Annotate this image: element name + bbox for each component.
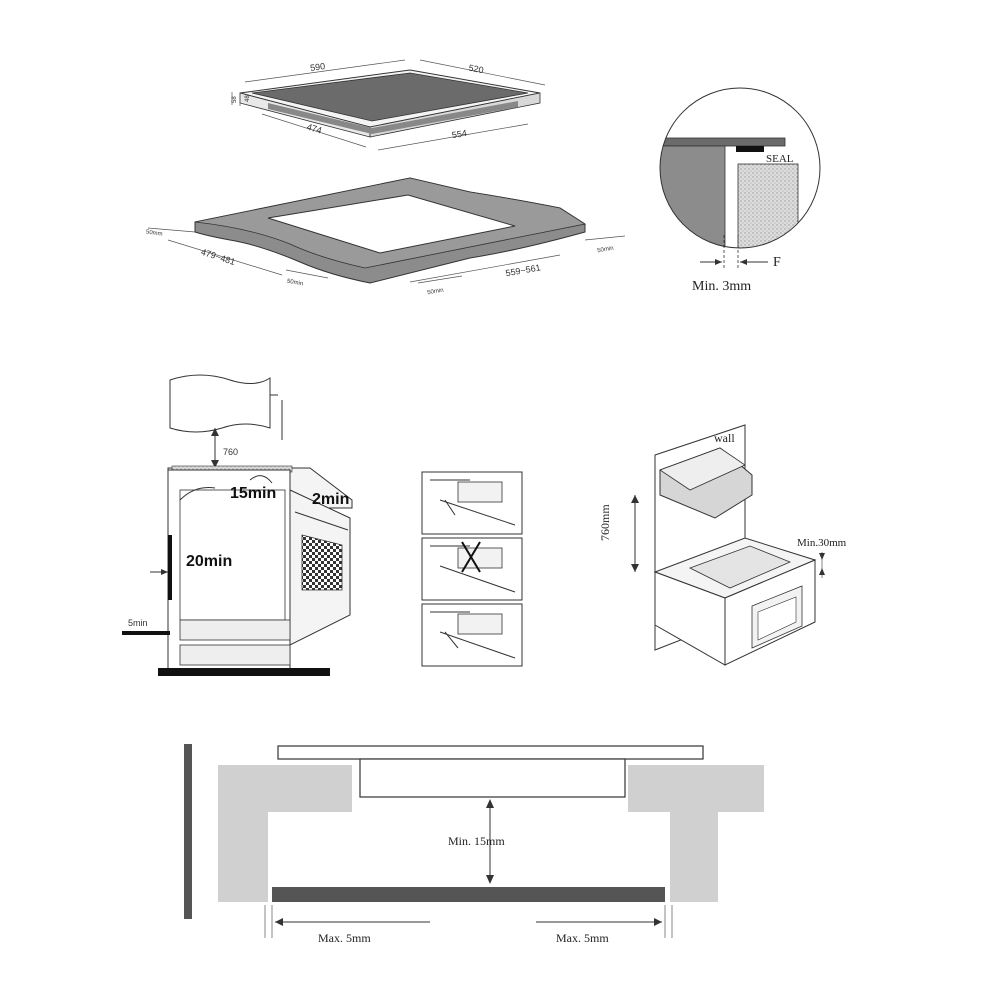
range-hood-top: [659, 447, 746, 491]
height-arrowhead-bottom: [211, 460, 219, 468]
wall-oven-window: [757, 596, 797, 641]
vent-2-slope: [439, 565, 516, 593]
hob-base-right: [372, 101, 518, 134]
gap-20min-arrowhead: [161, 569, 168, 575]
vent-detail-panels: [421, 471, 523, 667]
airflow-arrow-2: [249, 475, 273, 484]
wall-min-30mm: Min.30mm: [797, 537, 847, 549]
vent-3-arrow: [444, 631, 459, 649]
drawer-lower: [179, 644, 291, 666]
seal-hob-glass: [660, 137, 786, 147]
cutout-hole: [267, 194, 516, 254]
section-min-15mm: Min. 15mm: [448, 834, 505, 848]
airflow-arrow-1: [179, 487, 216, 501]
vent-panel-3: [421, 603, 523, 667]
section-max-left-arrowhead: [275, 918, 283, 926]
vent-panel-2: [421, 537, 523, 601]
oven-window: [301, 534, 343, 591]
wall-edge-arrowhead-bottom: [819, 568, 825, 575]
vent-panel-1: [421, 471, 523, 535]
seal-arrowhead-right: [740, 259, 747, 265]
hob-dimension-drawing: 590 520 58 48 474 554: [231, 59, 546, 151]
seal-label: SEAL: [766, 153, 794, 165]
dim-58: 58: [232, 96, 238, 103]
dim-50min-bottom: 50min: [427, 288, 444, 297]
dim-line-50min-front: [285, 269, 329, 279]
gap-2min: 2min: [312, 491, 349, 508]
vent-3-slope: [439, 631, 516, 659]
hob-base-front: [268, 103, 372, 134]
section-gap-arrowhead-top: [486, 799, 494, 808]
height-arrowhead-top: [211, 428, 219, 436]
dim-line-590: [244, 59, 406, 83]
wall-hob: [688, 545, 792, 589]
gap-15min: 15min: [230, 485, 276, 502]
gap-5min: 5min: [128, 618, 148, 628]
wall-height-arrowhead-bottom: [631, 564, 639, 572]
cutout-dimension-drawing: 50mm 479~481 50min 50min 559~561 50min: [145, 177, 626, 297]
seal-detail-ring: [659, 87, 821, 249]
dim-line-50min-right: [584, 235, 626, 241]
gap-20min: 20min: [186, 553, 232, 570]
height-760: 760: [223, 447, 238, 457]
cabinet-cavity: [179, 489, 286, 621]
wall-view: wall 760mm Min.30mm: [598, 424, 847, 666]
dim-474: 474: [306, 122, 323, 136]
dim-590: 590: [309, 61, 325, 73]
vent-2-cross-b: [461, 541, 481, 573]
oven-handle: [294, 511, 349, 531]
section-max-right-arrowhead: [654, 918, 662, 926]
seal-f-label: F: [773, 255, 781, 270]
hob-glass-surface: [251, 72, 529, 122]
vent-3-box: [457, 613, 503, 635]
seal-strip: [736, 146, 764, 152]
dim-50min-right: 50min: [597, 246, 614, 255]
dim-50min-front: 50min: [286, 279, 303, 288]
dim-50mm-left: 50mm: [145, 229, 162, 237]
section-worktop-left: [218, 765, 352, 902]
section-wall: [184, 744, 192, 919]
dim-520: 520: [468, 63, 485, 76]
dim-559-561: 559~561: [505, 262, 541, 278]
section-hob-body: [359, 758, 626, 798]
wall-label: wall: [714, 431, 735, 445]
section-max-5mm-right: Max. 5mm: [556, 931, 609, 945]
section-worktop-right: [628, 765, 764, 902]
dim-554: 554: [451, 128, 467, 140]
drawer-upper: [179, 619, 291, 641]
dim-line-559: [409, 254, 561, 283]
vent-1-arrow: [444, 499, 456, 516]
dim-line-50mm-left: [147, 227, 196, 233]
dim-line-474: [261, 113, 367, 148]
section-max-5mm-left: Max. 5mm: [318, 931, 371, 945]
dim-479-481: 479~481: [200, 247, 237, 267]
dim-line-50min-bottom: [417, 275, 463, 284]
wall-edge-arrowhead-top: [819, 553, 825, 560]
gap-5min-marker: [122, 631, 170, 635]
bottom-section: Min. 15mm Max. 5mm Max. 5mm: [184, 744, 764, 945]
dim-48: 48: [245, 95, 251, 102]
section-hob-glass: [277, 745, 704, 760]
wall-height-arrowhead-top: [631, 495, 639, 503]
seal-arrowhead-left: [715, 259, 722, 265]
upper-cabinet: [169, 374, 271, 433]
vent-2-box: [457, 547, 503, 569]
section-shelf: [272, 887, 665, 902]
vent-1-slope: [439, 499, 516, 526]
seal-min-gap: Min. 3mm: [692, 279, 751, 294]
dim-line-479: [167, 239, 283, 276]
seal-detail: SEAL F Min. 3mm: [659, 87, 821, 294]
seal-worktop: [737, 163, 799, 248]
dim-line-554: [377, 123, 529, 151]
cabinet-side-view: 760 15min 2min 20min 5min: [122, 374, 353, 676]
vent-1-box: [457, 481, 503, 503]
section-gap-arrowhead-bottom: [486, 875, 494, 884]
wall-height-760mm: 760mm: [598, 504, 612, 541]
dim-line-520: [419, 59, 546, 86]
floor-line: [158, 668, 330, 676]
